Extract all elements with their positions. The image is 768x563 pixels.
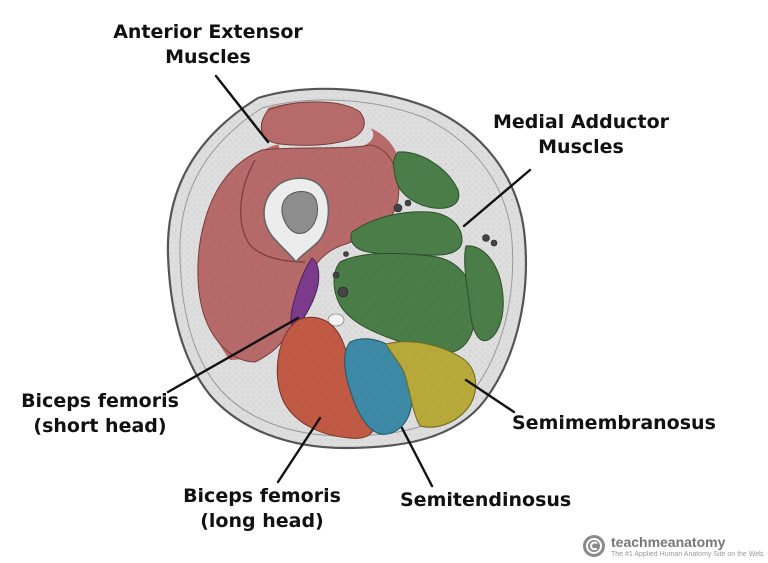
watermark-brand: teachmeanatomy [611,534,726,550]
watermark-tagline: The #1 Applied Human Anatomy Site on the… [611,551,765,558]
leader-lines [166,74,532,488]
semitendinosus-texture [344,338,413,435]
label-biceps-femoris-long-head: Biceps femoris (long head) [172,484,352,534]
label-line: (short head) [33,415,167,437]
leader-anterior-extensor [214,74,270,144]
label-semitendinosus: Semitendinosus [400,489,572,511]
leader-semitendinosus [400,426,434,488]
label-line: Muscles [165,46,251,68]
leader-biceps-short [166,316,300,394]
leader-semimembranosus [464,378,516,414]
leader-medial-adductor [462,168,532,228]
label-line: Medial Adductor [492,111,670,133]
rectus-femoris [260,101,365,146]
watermark: teachmeanatomy The #1 Applied Human Anat… [582,534,765,560]
semimembranosus-texture [386,341,476,428]
neurovascular-structures [327,199,498,327]
copyright-logo-icon [583,535,605,557]
intermuscular-septum-line [240,159,306,263]
label-line: Biceps femoris [21,390,179,412]
label-semimembranosus: Semimembranosus [512,412,716,434]
label-biceps-femoris-short-head: Biceps femoris (short head) [10,389,190,439]
femur-bone [263,177,330,264]
medial-adductor-muscles [333,151,504,354]
label-line: Biceps femoris [183,485,341,507]
label-anterior-extensor-muscles: Anterior Extensor Muscles [98,20,318,70]
biceps-long-texture [277,317,374,439]
label-medial-adductor-muscles: Medial Adductor Muscles [476,110,686,160]
leader-biceps-long [276,416,322,484]
deep-fascia-ring [179,99,514,437]
label-line: Anterior Extensor [113,21,303,43]
label-line: (long head) [200,510,324,532]
label-line: Muscles [538,136,624,158]
